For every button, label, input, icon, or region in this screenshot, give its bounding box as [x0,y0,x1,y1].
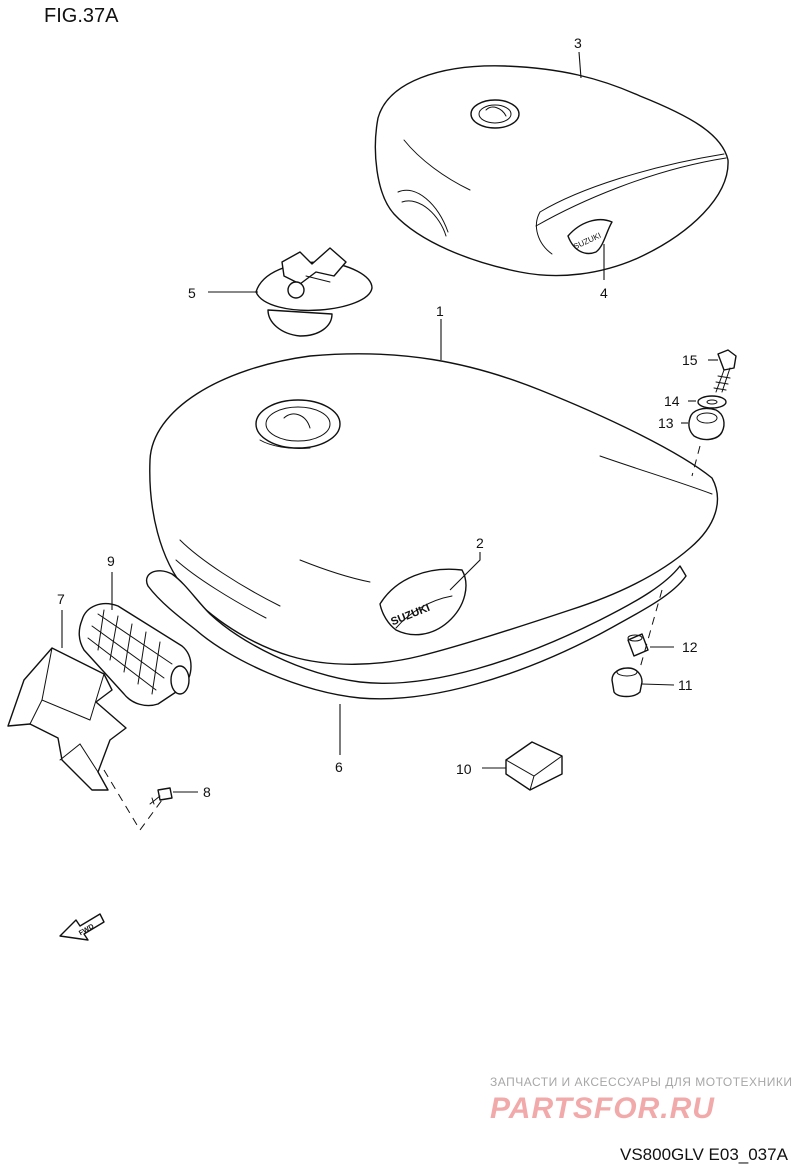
callout-5: 5 [188,285,196,301]
leader-lines [61,51,718,831]
callout-12: 12 [682,639,698,655]
fuel-tank-main [149,353,719,665]
rubber-cushion [78,602,192,707]
bolt [713,349,737,393]
fuel-tank-upper: SUZUKI [374,65,729,277]
mounting-bracket [7,647,127,791]
figure-title: FIG.37A [44,5,119,27]
callout-11: 11 [678,677,693,693]
callout-6: 6 [335,759,343,775]
cushion-pad [505,741,563,791]
watermark-brand: PARTSFOR.RU [490,1092,715,1125]
callout-9: 9 [107,553,115,569]
callout-8: 8 [203,784,211,800]
fuel-cap [255,247,373,337]
watermark: ЗАПЧАСТИ И АКСЕССУАРЫ ДЛЯ МОТОТЕХНИКИ PA… [490,1075,792,1125]
tank-emblem: SUZUKI [379,568,467,636]
callout-10: 10 [456,761,472,777]
bolt-cushion [688,407,725,441]
model-code: VS800GLV E03_037A [620,1145,789,1164]
collar [627,633,649,657]
callout-1: 1 [436,303,444,319]
callout-14: 14 [664,393,680,409]
callout-15: 15 [682,352,698,368]
forward-arrow-icon: FWD [59,913,105,941]
tank-side-trim [145,565,687,700]
washer [697,395,727,409]
callout-13: 13 [658,415,674,431]
callout-7: 7 [57,591,65,607]
callout-3: 3 [574,35,582,51]
callout-2: 2 [476,535,484,551]
watermark-tagline: ЗАПЧАСТИ И АКСЕССУАРЫ ДЛЯ МОТОТЕХНИКИ [490,1075,792,1089]
callout-labels: 1 2 3 4 5 6 7 8 9 10 11 12 13 14 15 [57,35,698,800]
grommet [611,667,643,698]
callout-4: 4 [600,285,608,301]
screw [149,787,173,805]
